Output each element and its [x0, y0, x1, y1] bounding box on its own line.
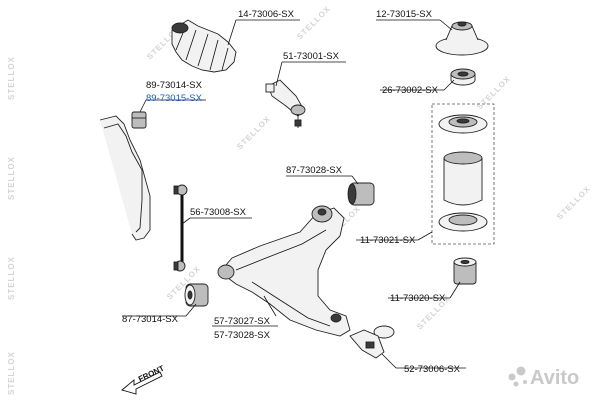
- watermark-text: STELLOX: [295, 4, 332, 41]
- leader-line: [181, 217, 191, 225]
- leader-line: [185, 303, 197, 317]
- label-strut-kit: 11-73021-SX: [360, 235, 416, 246]
- stab-bushing-illustration: [131, 111, 147, 129]
- avito-watermark: Avito: [508, 366, 579, 389]
- label-tie-rod-end: 51-73001-SX: [283, 51, 340, 62]
- label-front-bushing: 87-73014-SX: [122, 314, 179, 325]
- boot-illustration: [171, 19, 237, 73]
- label-stab-link: 56-73008-SX: [190, 207, 247, 218]
- front-arrow: FRONT: [121, 364, 166, 395]
- stab-link-illustration: [173, 184, 188, 272]
- leader-line: [139, 99, 147, 113]
- front-bushing-illustration: [184, 283, 209, 307]
- watermark-text: STELLOX: [7, 256, 16, 300]
- leader-line: [439, 19, 453, 31]
- leader-line: [263, 295, 277, 317]
- label-arm-left: 57-73027-SX: [214, 316, 271, 327]
- tie-rod-end-illustration: [265, 79, 306, 128]
- rear-bushing-illustration: [347, 182, 375, 206]
- watermark-text: STELLOX: [555, 184, 592, 221]
- label-bearing: 26-73002-SX: [382, 85, 439, 96]
- label-arm-right: 57-73028-SX: [214, 330, 271, 341]
- leader-line: [227, 19, 237, 46]
- ball-joint-illustration: [349, 325, 395, 359]
- avito-text: Avito: [530, 367, 579, 389]
- leader-line: [351, 175, 359, 185]
- bearing-illustration: [450, 68, 476, 86]
- watermark-text: STELLOX: [7, 156, 16, 200]
- watermark-text: STELLOX: [7, 56, 16, 100]
- watermark-text: STELLOX: [7, 351, 16, 395]
- arm-bushing-illustration: [453, 257, 477, 285]
- watermark-text: STELLOX: [235, 114, 272, 151]
- watermark-left: STELLOX STELLOX STELLOX STELLOX: [7, 56, 16, 395]
- leader-line: [381, 353, 397, 369]
- label-boot: 14-73006-SX: [238, 9, 295, 20]
- watermark-text: STELLOX: [475, 74, 512, 111]
- strut-kit-illustration: [438, 114, 488, 232]
- strut-kit-box: [431, 103, 495, 245]
- control-arm-illustration: [217, 205, 351, 337]
- leader-line: [275, 61, 283, 87]
- label-stab-bushing-a: 89-73014-SX: [146, 80, 203, 91]
- label-stab-bushing-b: 89-73015-SX: [146, 93, 203, 104]
- label-rear-bushing: 87-73028-SX: [286, 165, 343, 176]
- leader-line: [417, 231, 433, 241]
- label-strut-mount: 12-73015-SX: [376, 9, 433, 20]
- leader-line: [443, 79, 455, 91]
- stabilizer-bar-edge: [103, 123, 143, 233]
- label-arm-bushing: 11-73020-SX: [390, 293, 446, 304]
- label-ball-joint: 52-73006-SX: [404, 364, 461, 375]
- leader-line: [449, 281, 461, 299]
- strut-mount-illustration: [435, 21, 489, 56]
